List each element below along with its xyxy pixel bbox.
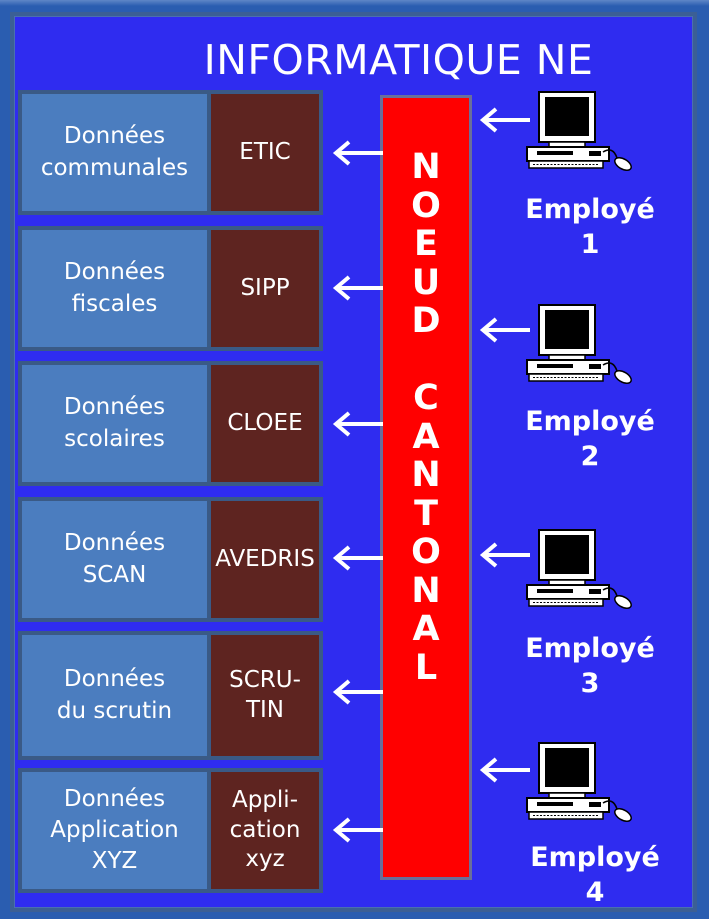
row-scan: Données SCAN AVEDRIS <box>18 497 323 622</box>
computer-icon <box>526 304 635 387</box>
app-label: Appli- cation xyz <box>229 786 301 873</box>
node-letter: E <box>414 224 438 264</box>
app-label: AVEDRIS <box>215 545 315 572</box>
node-letter: U <box>411 262 441 303</box>
node-letter: A <box>412 416 440 457</box>
node-letter: A <box>412 609 440 649</box>
data-label: Données scolaires <box>63 394 166 452</box>
node-letter: D <box>411 301 441 341</box>
data-label: Données du scrutin <box>56 666 173 724</box>
app-box: ETIC <box>211 94 319 211</box>
data-label: Données SCAN <box>63 530 166 588</box>
employee-text: Employé 3 <box>525 633 655 699</box>
node-letter: N <box>411 147 441 187</box>
node-letter: O <box>411 532 441 572</box>
row-communales: Données communales ETIC <box>18 90 323 215</box>
employee-label-2: Employé 2 <box>510 404 670 474</box>
app-box: SCRU- TIN <box>211 635 319 756</box>
app-box: SIPP <box>211 230 319 347</box>
app-label: ETIC <box>239 138 291 165</box>
app-label: SIPP <box>240 274 290 301</box>
node-letter: N <box>411 455 441 495</box>
app-box: Appli- cation xyz <box>211 772 319 889</box>
computer-icon <box>526 742 635 825</box>
employee-text: Employé 1 <box>525 194 655 260</box>
node-letter: O <box>411 185 441 226</box>
data-label: Données fiscales <box>63 259 166 317</box>
app-label: SCRU- TIN <box>229 666 301 723</box>
data-box: Données Application XYZ <box>22 772 211 889</box>
data-label: Données Application XYZ <box>50 785 179 875</box>
row-fiscales: Données fiscales SIPP <box>18 226 323 351</box>
data-label: Données communales <box>40 123 189 181</box>
data-box: Données communales <box>22 94 211 211</box>
row-scolaires: Données scolaires CLOEE <box>18 361 323 486</box>
app-box: CLOEE <box>211 365 319 482</box>
app-box: AVEDRIS <box>211 501 319 618</box>
app-label: CLOEE <box>227 409 303 436</box>
computer-icon <box>526 529 635 612</box>
computer-icon <box>526 91 635 174</box>
data-box: Données du scrutin <box>22 635 211 756</box>
diagram-title: INFORMATIQUE NE <box>203 36 594 84</box>
node-letter: T <box>414 493 438 534</box>
node-letter: N <box>411 570 441 611</box>
employee-text: Employé 2 <box>525 406 655 472</box>
employee-label-3: Employé 3 <box>510 631 670 701</box>
row-xyz: Données Application XYZ Appli- cation xy… <box>18 768 323 893</box>
employee-text: Employé 4 <box>530 842 660 908</box>
employee-label-4: Employé 4 <box>515 840 675 910</box>
row-scrutin: Données du scrutin SCRU- TIN <box>18 631 323 760</box>
data-box: Données fiscales <box>22 230 211 347</box>
node-letter: C <box>413 378 439 418</box>
employee-label-1: Employé 1 <box>510 192 670 262</box>
node-letter: L <box>414 647 438 688</box>
data-box: Données scolaires <box>22 365 211 482</box>
data-box: Données SCAN <box>22 501 211 618</box>
